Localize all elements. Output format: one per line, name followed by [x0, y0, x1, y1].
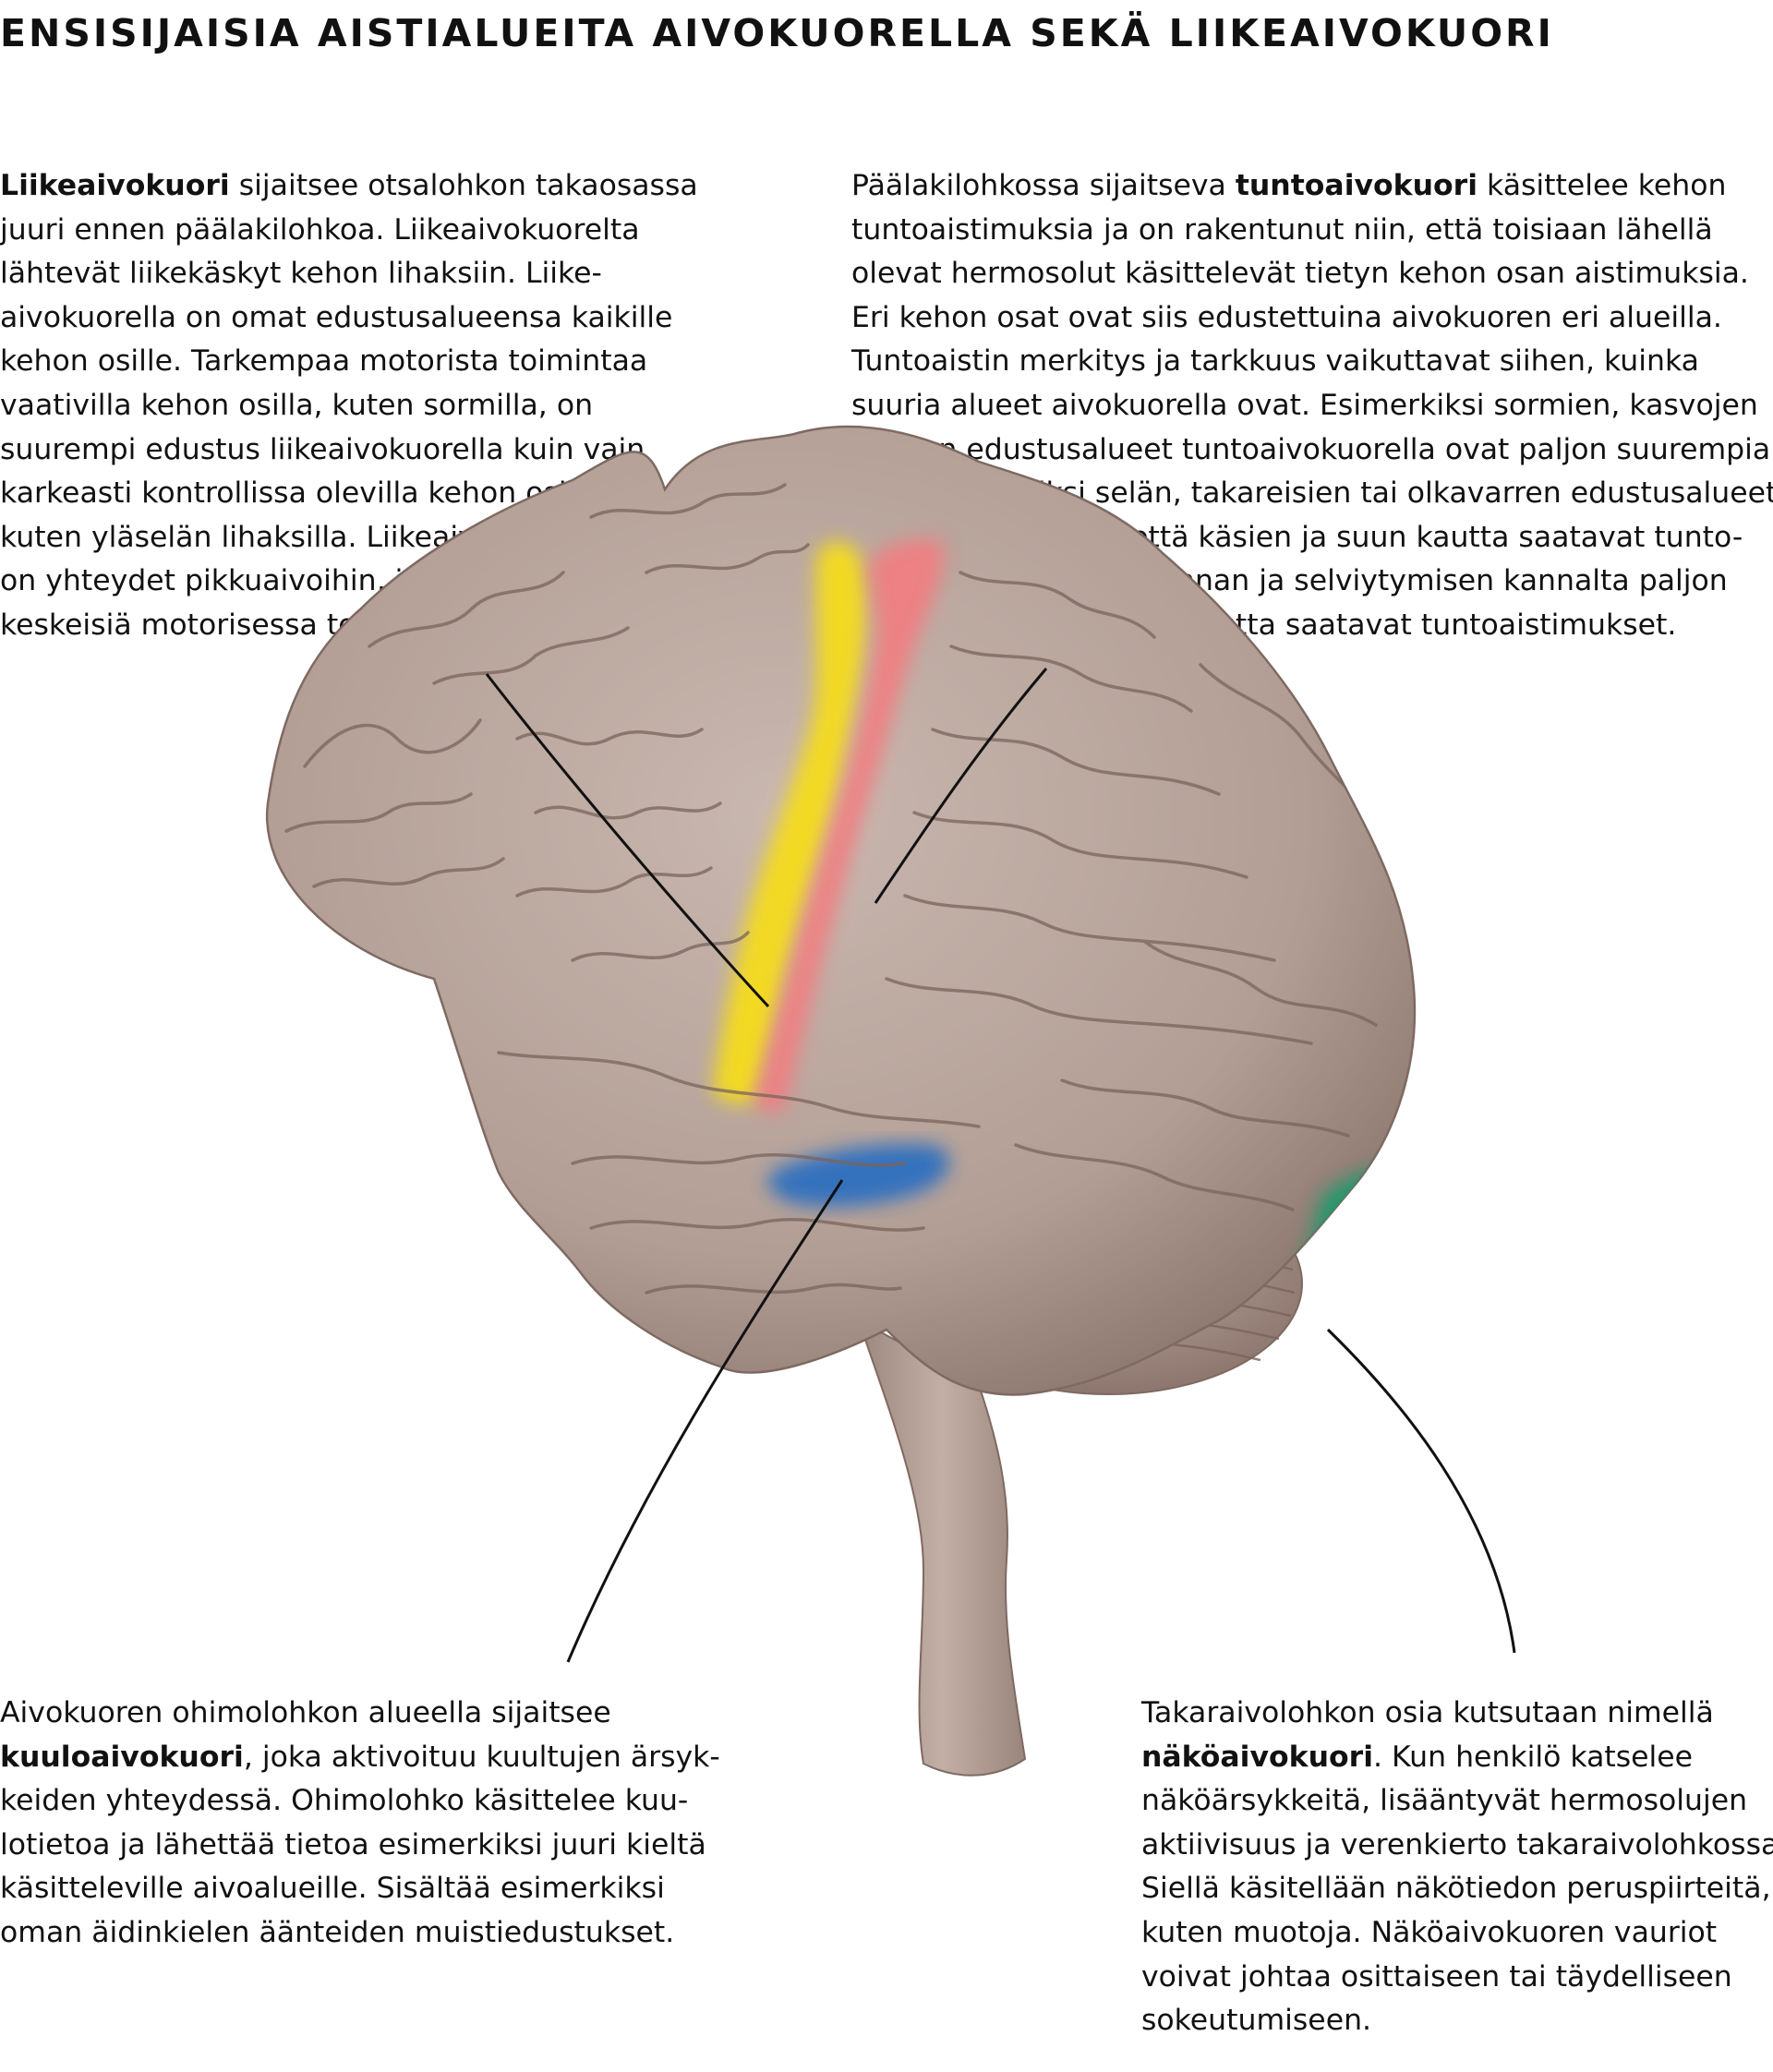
somato-line: Tämä selittyy sillä, että käsien ja suun…: [851, 520, 1743, 554]
motor-line: on yhteydet pikkuaivoihin, jotka ovat my…: [0, 564, 628, 598]
visual-cortex-area: [1284, 1166, 1415, 1378]
somato-line: tärkeämpiä kuin selän kautta saatavat tu…: [851, 608, 1677, 642]
visual-cortex-term: näköaivokuori: [1141, 1740, 1374, 1774]
somato-line: ja suun edustusalueet tuntoaivokuorella …: [851, 432, 1771, 466]
page-title: ENSISIJAISIA AISTIALUEITA AIVOKUORELLA S…: [0, 11, 1554, 55]
somato-line: olevat hermosolut käsittelevät tietyn ke…: [851, 257, 1749, 291]
visual-second-line: näköaivokuori. Kun henkilö katselee: [1141, 1740, 1694, 1774]
somatosensory-cortex-term: tuntoaivokuori: [1235, 169, 1478, 202]
motor-line: aivokuorella on omat edustusalueensa kai…: [0, 300, 673, 334]
auditory-second-line: kuuloaivokuori, joka aktivoituu kuultuje…: [0, 1740, 720, 1774]
somato-line: kuin esimerkiksi selän, takareisien tai …: [851, 476, 1773, 511]
motor-cortex-term: Liikeaivokuori: [0, 169, 230, 202]
auditory-line: oman äidinkielen äänteiden muistiedustuk…: [0, 1915, 675, 1949]
motor-line: lähtevät liikekäskyt kehon lihaksiin. Li…: [0, 257, 602, 291]
somato-line: aistimukset ovat toiminnan ja selviytymi…: [851, 564, 1728, 598]
leader-lines: [485, 668, 1516, 1663]
visual-line: voivat johtaa osittaiseen tai täydellise…: [1141, 1959, 1732, 1994]
motor-line: vaativilla kehon osilla, kuten sormilla,…: [0, 388, 594, 422]
motor-line: kehon osille. Tarkempaa motorista toimin…: [0, 344, 648, 379]
motor-line: kuten yläselän lihaksilla. Liikeaivokuor…: [0, 520, 603, 554]
auditory-cortex-area: [767, 1143, 950, 1207]
somatosensory-leader-line: [874, 668, 1048, 904]
auditory-line: lotietoa ja lähettää tietoa esimerkiksi …: [0, 1827, 706, 1861]
motor-line: suurempi edustus liikeaivokuorella kuin …: [0, 432, 645, 466]
visual-line: näköärsykkeitä, lisääntyvät hermosolujen: [1141, 1784, 1748, 1818]
somato-first-line: Päälakilohkossa sijaitseva tuntoaivokuor…: [851, 169, 1727, 202]
visual-line: sokeutumiseen.: [1141, 2004, 1372, 2038]
brain-stem: [857, 1318, 1027, 1777]
auditory-leader-line: [566, 1179, 844, 1663]
cerebellum: [913, 1172, 1303, 1395]
motor-first-line: Liikeaivokuori sijaitsee otsalohkon taka…: [0, 169, 698, 202]
motor-line: karkeasti kontrollissa olevilla kehon os…: [0, 476, 610, 511]
somato-line: Tuntoaistin merkitys ja tarkkuus vaikutt…: [851, 344, 1699, 379]
visual-line: Siellä käsitellään näkötiedon peruspiirt…: [1141, 1872, 1771, 1906]
visual-line: aktiivisuus ja verenkierto takaraivolohk…: [1141, 1827, 1773, 1861]
visual-line: kuten muotoja. Näköaivokuoren vauriot: [1141, 1915, 1718, 1949]
somato-line: suuria alueet aivokuorella ovat. Esimerk…: [851, 388, 1758, 422]
auditory-cortex-description: Aivokuoren ohimolohkon alueella sijaitse…: [0, 1692, 720, 1956]
auditory-line: keiden yhteydessä. Ohimolohko käsittelee…: [0, 1784, 689, 1818]
somato-line: tuntoaistimuksia ja on rakentunut niin, …: [851, 212, 1713, 247]
auditory-line: käsitteleville aivoalueille. Sisältää es…: [0, 1872, 665, 1906]
motor-leader-line: [485, 673, 770, 1008]
somato-line: Eri kehon osat ovat siis edustettuina ai…: [851, 300, 1722, 334]
motor-line: keskeisiä motorisessa toiminnassa.: [0, 608, 513, 642]
motor-cortex-area: [713, 541, 867, 1104]
somatosensory-cortex-description: Päälakilohkossa sijaitseva tuntoaivokuor…: [851, 164, 1773, 648]
auditory-line: Aivokuoren ohimolohkon alueella sijaitse…: [0, 1696, 611, 1729]
visual-cortex-description: Takaraivolohkon osia kutsutaan nimellä n…: [1141, 1692, 1773, 2043]
visual-line: Takaraivolohkon osia kutsutaan nimellä: [1141, 1696, 1714, 1729]
motor-line: juuri ennen päälakilohkoa. Liikeaivokuor…: [0, 212, 640, 247]
visual-leader-line: [1326, 1328, 1516, 1654]
motor-cortex-description: Liikeaivokuori sijaitsee otsalohkon taka…: [0, 164, 698, 648]
auditory-cortex-term: kuuloaivokuori: [0, 1740, 244, 1774]
